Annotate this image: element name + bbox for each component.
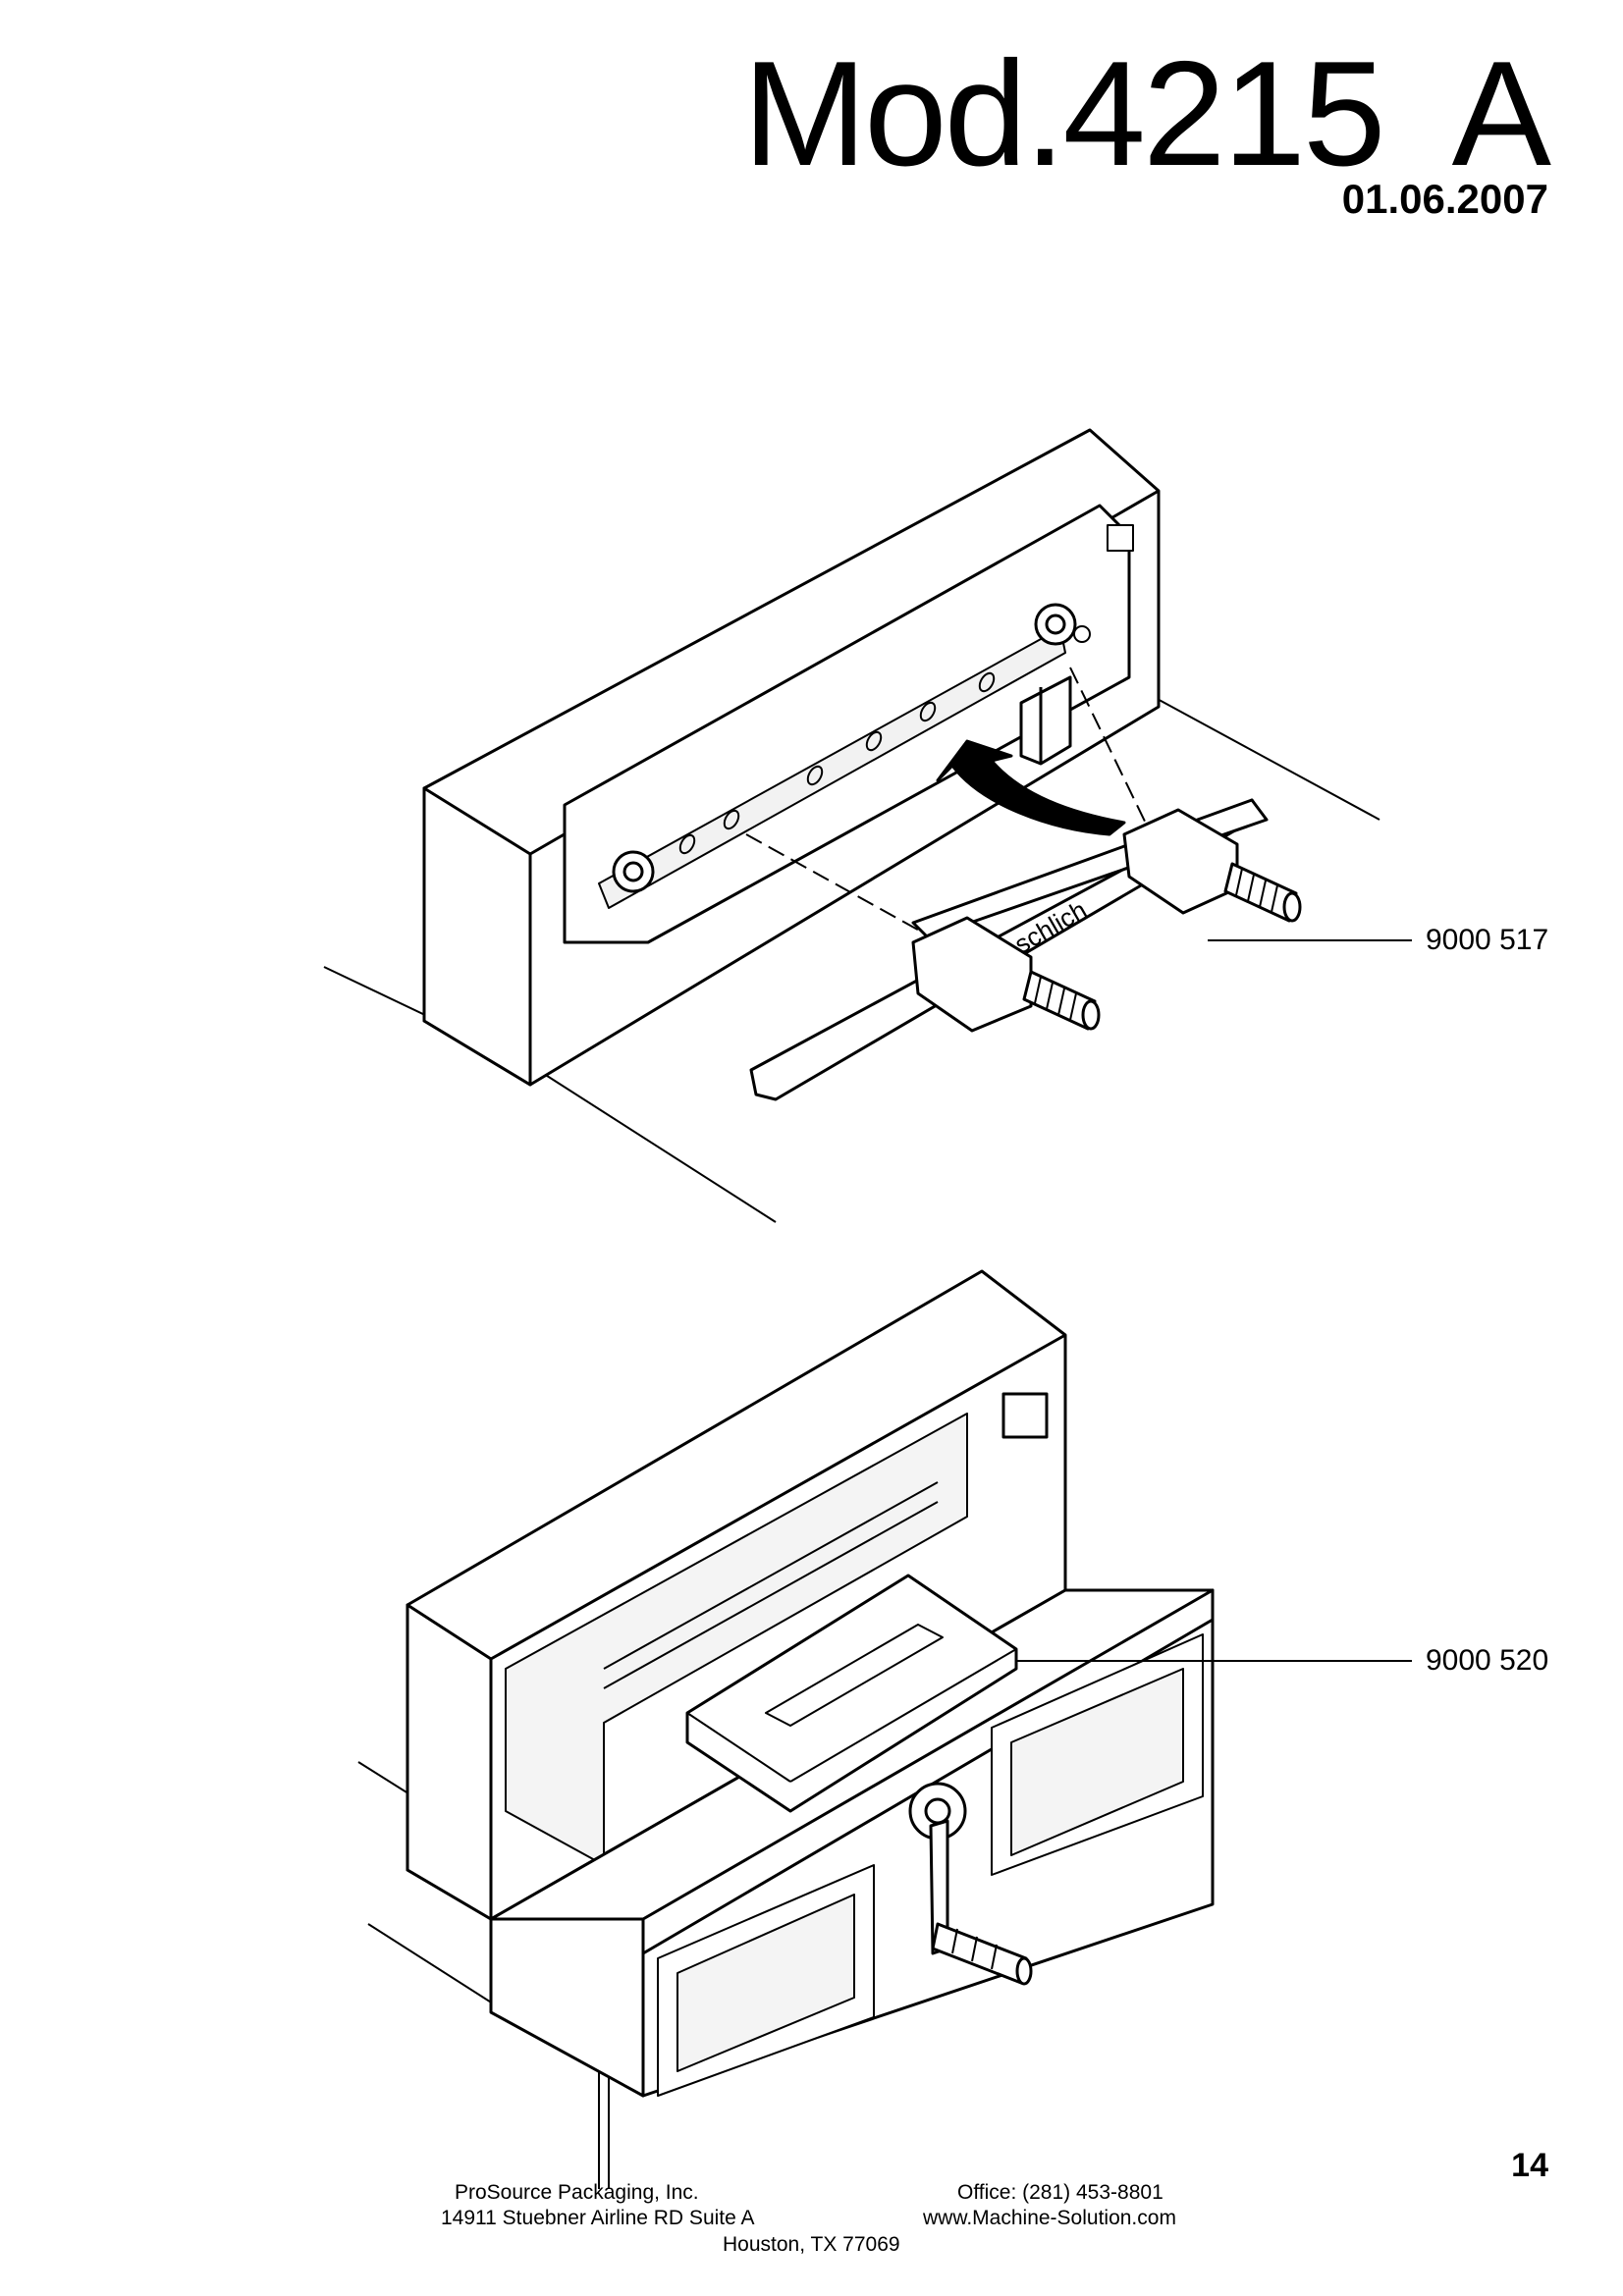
model-title: Mod.4215 A [742, 30, 1551, 197]
part-number-label: 9000 517 [1426, 924, 1549, 956]
page-number: 14 [1511, 2147, 1548, 2184]
part-number-label: 9000 520 [1426, 1644, 1549, 1677]
revision-date: 01.06.2007 [1341, 176, 1548, 222]
footer-city: Houston, TX 77069 [723, 2233, 900, 2256]
footer-office: Office: (281) 453-8801 [957, 2181, 1163, 2204]
footer-website: www.Machine-Solution.com [923, 2207, 1176, 2229]
insertion-arrow [936, 739, 1126, 836]
blade-change-illustration: schlich [323, 428, 1412, 1223]
blade-slots [678, 671, 996, 855]
knurled-bolt [1022, 970, 1101, 1031]
cutter-illustration [357, 1269, 1412, 2189]
footer-address: 14911 Stuebner Airline RD Suite A [441, 2207, 755, 2229]
knurled-bolt [1223, 862, 1302, 923]
footer-company: ProSource Packaging, Inc. [455, 2181, 699, 2204]
